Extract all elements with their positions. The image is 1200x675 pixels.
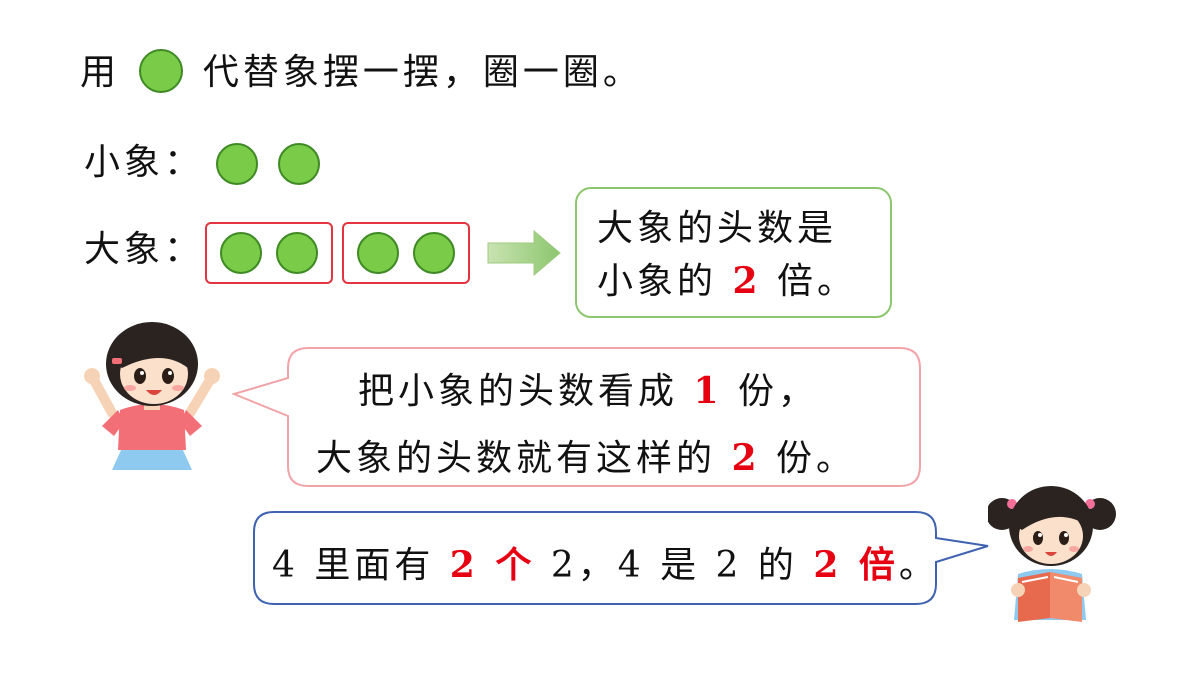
bubble1-number-2: 2 [731,437,761,479]
result-line-2-text: 小象的 [597,261,733,302]
girl-reading-book-icon [988,486,1116,622]
result-number: 2 [732,260,762,302]
result-line-1: 大象的头数是 [597,208,838,249]
right-arrow-icon [487,229,561,277]
small-elephant-dot [216,143,258,185]
instruction-suffix: 代替象摆一摆，圈一圈。 [202,52,643,93]
big-elephant-group-2 [342,222,470,284]
bubble1-number-1: 1 [693,370,723,412]
big-elephant-dot [275,232,318,274]
bubble2-highlight-2: 2 倍 [813,544,899,586]
bubble2-text-2: 2，4 是 2 的 [535,545,814,586]
big-elephant-dot [220,232,263,274]
bubble1-line-1-end: 份， [722,371,818,412]
big-elephant-dot [357,232,400,274]
bubble1-line-1-text: 把小象的头数看成 [358,371,694,412]
result-line-2-end: 倍。 [761,261,857,302]
instruction-line: 用 代替象摆一摆，圈一圈。 [80,49,643,93]
small-elephant-dot [278,143,320,185]
bubble2-line: 4 里面有 2 个 2，4 是 2 的 2 倍。 [272,547,939,584]
bubble2-text-3: 。 [898,545,939,586]
big-elephant-group-1 [205,222,333,284]
instruction-prefix: 用 [80,52,121,93]
bubble1-line-1: 把小象的头数看成 1 份， [358,373,818,410]
bubble1-line-2-text: 大象的头数就有这样的 [316,438,732,479]
bubble2-highlight-1: 2 个 [449,544,536,586]
green-circle-icon [139,49,184,93]
small-elephant-label: 小象： [84,142,205,183]
small-elephant-dots [216,143,320,185]
girl-raising-hands-icon [84,322,220,470]
big-elephant-label: 大象： [84,229,205,270]
result-box: 大象的头数是 小象的 2 倍。 [575,187,892,318]
big-elephant-dot [412,232,455,274]
speech-bubble-blue [253,511,989,605]
speech-bubble-pink [232,347,921,487]
bubble1-line-2: 大象的头数就有这样的 2 份。 [316,440,856,477]
bubble2-text-1: 4 里面有 [272,545,450,586]
result-line-2: 小象的 2 倍。 [597,263,857,300]
bubble1-line-2-end: 份。 [760,438,856,479]
